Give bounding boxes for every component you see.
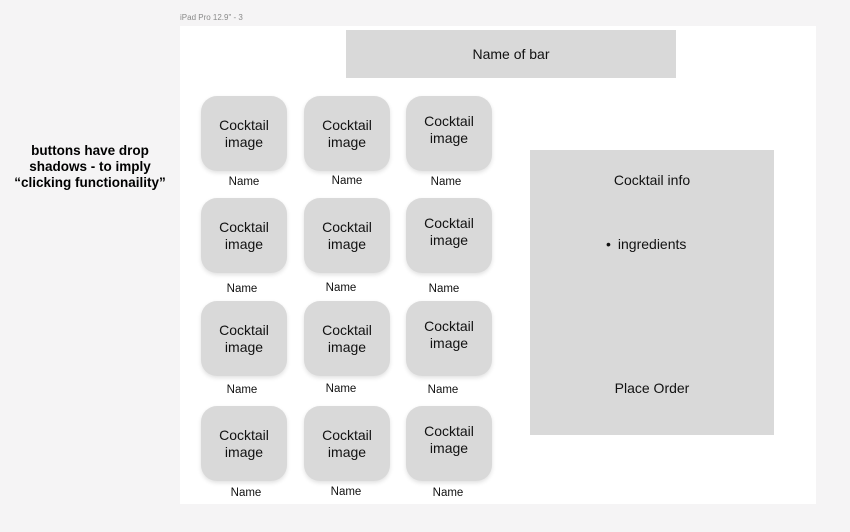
cocktail-name: Name	[331, 175, 363, 187]
cocktail-image-label: Cocktail image	[219, 116, 269, 150]
cocktail-name: Name	[228, 176, 260, 188]
cocktail-image-label: Cocktail image	[424, 318, 474, 351]
cocktail-tile[interactable]: Cocktail image	[201, 96, 287, 171]
cocktail-name: Name	[427, 384, 459, 396]
cocktail-image-label: Cocktail image	[424, 423, 474, 456]
cocktail-image-label: Cocktail image	[219, 426, 269, 460]
cocktail-tile[interactable]: Cocktail image	[406, 406, 492, 481]
cocktail-name: Name	[230, 487, 262, 499]
cocktail-tile[interactable]: Cocktail image	[406, 96, 492, 171]
cocktail-tile[interactable]: Cocktail image	[406, 301, 492, 376]
ingredients-label: ingredients	[617, 236, 687, 252]
bar-name-label: Name of bar	[472, 46, 550, 62]
cocktail-image-label: Cocktail image	[322, 218, 372, 252]
cocktail-name: Name	[330, 486, 362, 498]
cocktail-name: Name	[226, 283, 258, 295]
bullet-icon: •	[606, 236, 611, 252]
place-order-button[interactable]: Place Order	[614, 380, 690, 396]
cocktail-tile[interactable]: Cocktail image	[304, 406, 390, 481]
bar-name-header: Name of bar	[346, 30, 676, 78]
cocktail-tile[interactable]: Cocktail image	[304, 96, 390, 171]
cocktail-name: Name	[226, 384, 258, 396]
cocktail-image-label: Cocktail image	[322, 116, 372, 150]
cocktail-tile[interactable]: Cocktail image	[304, 301, 390, 376]
cocktail-name: Name	[325, 282, 357, 294]
cocktail-tile[interactable]: Cocktail image	[406, 198, 492, 273]
cocktail-image-label: Cocktail image	[322, 426, 372, 460]
cocktail-name: Name	[432, 487, 464, 499]
cocktail-name: Name	[430, 176, 462, 188]
cocktail-image-label: Cocktail image	[424, 215, 474, 248]
cocktail-image-label: Cocktail image	[424, 113, 474, 146]
cocktail-image-label: Cocktail image	[322, 321, 372, 355]
cocktail-image-label: Cocktail image	[219, 218, 269, 252]
cocktail-tile[interactable]: Cocktail image	[201, 301, 287, 376]
cocktail-tile[interactable]: Cocktail image	[304, 198, 390, 273]
ingredients-list-item: • ingredients	[606, 236, 686, 252]
cocktail-info-panel: Cocktail info • ingredients Place Order	[530, 150, 774, 435]
cocktail-tile[interactable]: Cocktail image	[201, 406, 287, 481]
cocktail-info-title: Cocktail info	[613, 172, 691, 188]
cocktail-name: Name	[428, 283, 460, 295]
cocktail-image-label: Cocktail image	[219, 321, 269, 355]
frame-label: iPad Pro 12.9" - 3	[180, 13, 243, 22]
cocktail-name: Name	[325, 383, 357, 395]
design-annotation: buttons have drop shadows - to imply “cl…	[14, 143, 166, 190]
cocktail-tile[interactable]: Cocktail image	[201, 198, 287, 273]
